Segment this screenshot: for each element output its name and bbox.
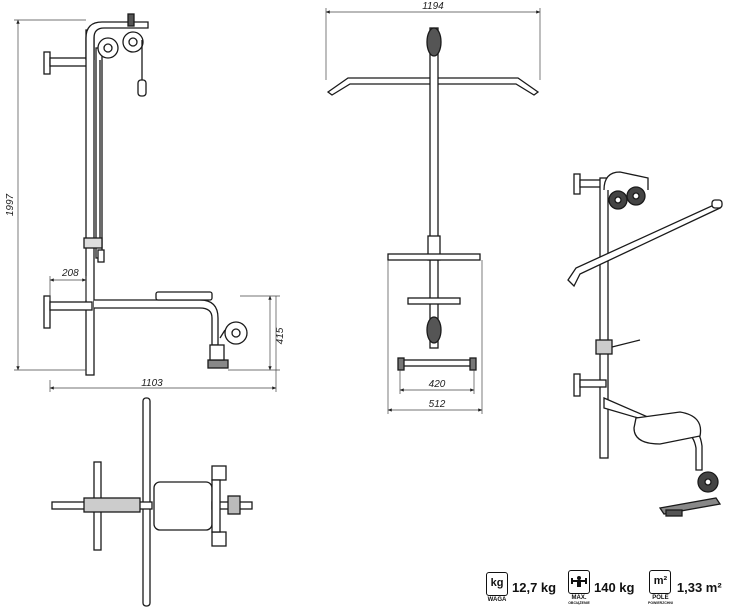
seat-top-view: [153, 481, 213, 531]
iso-lat-bar: [567, 203, 722, 288]
spec-max-load-value: 140 kg: [594, 579, 635, 595]
dim-total-length: 1103: [141, 378, 163, 389]
side-view: [43, 13, 248, 376]
dim-foot-inner: 420: [429, 379, 446, 390]
spec-area-caption: POLE: [652, 594, 669, 601]
front-dims: [325, 8, 541, 414]
front-crossbar: [387, 253, 481, 261]
front-pulley-bottom: [426, 316, 442, 344]
side-dims: [14, 19, 280, 392]
iso-view: [567, 171, 723, 517]
wall-plate-bottom: [43, 295, 51, 329]
top-arc: [85, 21, 149, 60]
main-post: [85, 29, 95, 376]
iso-seat: [633, 411, 702, 445]
dim-total-width: 1194: [422, 1, 444, 12]
dim-foot-outer: 512: [429, 399, 446, 410]
iso-post: [599, 177, 609, 459]
cable-guide: [95, 47, 103, 259]
spec-area-subcaption: POWIERZCHNI: [648, 600, 673, 605]
front-foot: [399, 359, 475, 367]
spec-area: m² POLE POWIERZCHNI 1,33 m²: [648, 567, 722, 607]
spec-max-load-caption: MAX.: [571, 594, 587, 601]
lat-bar: [326, 77, 540, 96]
spec-area-value: 1,33 m²: [676, 579, 722, 595]
top-view: [51, 397, 253, 607]
wall-plate-top: [43, 51, 51, 75]
front-seat: [407, 297, 461, 305]
foot: [207, 359, 229, 369]
seat: [155, 291, 213, 301]
cable-handle: [137, 79, 147, 97]
seat-frame: [94, 299, 219, 346]
dim-wall-offset: 208: [61, 268, 79, 279]
weight-icon: kg: [486, 571, 508, 596]
max-load-icon: [568, 569, 590, 594]
front-pulley-top: [426, 27, 442, 57]
front-view: [326, 27, 540, 371]
clamp: [83, 237, 103, 249]
spec-weight-caption: WAGA: [487, 596, 507, 603]
spec-max-load: MAX. OBCIĄŻENIE 140 kg: [568, 567, 634, 607]
area-icon: m²: [649, 569, 672, 594]
spec-max-load-subcaption: OBCIĄŻENIE: [568, 600, 590, 605]
spec-weight: kg WAGA 12,7 kg: [486, 567, 556, 607]
spec-weight-value: 12,7 kg: [512, 579, 557, 595]
dim-pulley-height: 415: [275, 327, 286, 344]
dim-total-height: 1997: [5, 193, 16, 216]
